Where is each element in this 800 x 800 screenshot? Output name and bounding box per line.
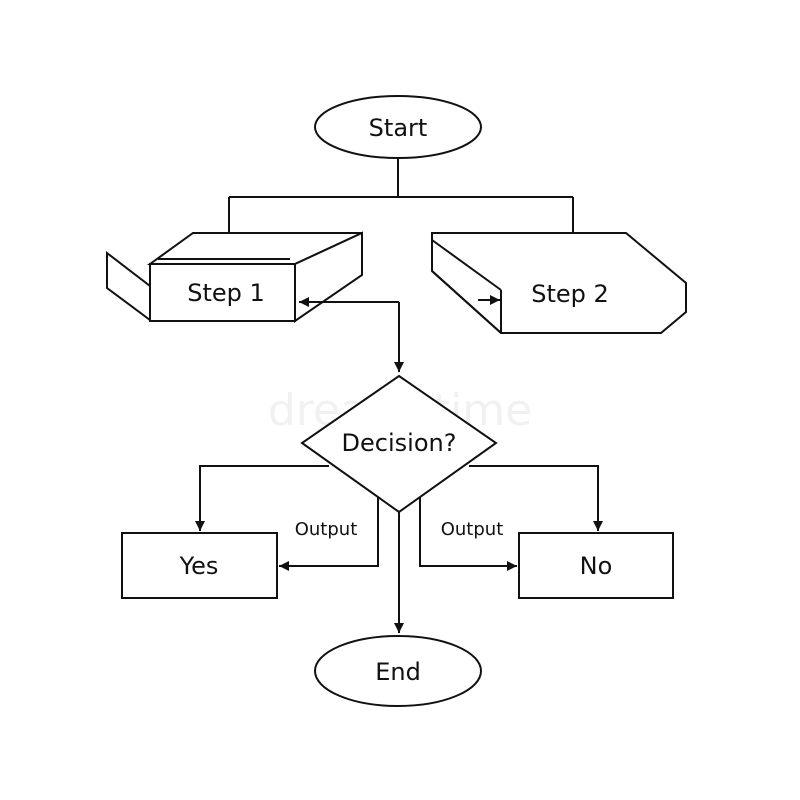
edge-decision-to-yes-output [279, 497, 379, 571]
no-label: No [580, 552, 613, 580]
start-label: Start [369, 114, 428, 142]
step2-label: Step 2 [531, 280, 609, 308]
left-output-label: Output [295, 519, 358, 540]
end-label: End [375, 658, 421, 686]
edge-decision-to-yes-top [195, 465, 329, 531]
decision-label: Decision? [342, 429, 457, 457]
right-output-label: Output [441, 519, 504, 540]
end-node: End [314, 635, 482, 707]
decision-branches: Output Output [195, 465, 603, 633]
step1-node: Step 1 [106, 231, 363, 323]
step1-front-face [149, 263, 296, 322]
edge-decision-to-no-top [469, 465, 603, 531]
start-node: Start [314, 95, 482, 159]
step2-node: Step 2 [431, 232, 687, 334]
end-ellipse [314, 635, 482, 707]
step1-label: Step 1 [187, 279, 265, 307]
edge-decision-to-no-output [419, 497, 517, 571]
yes-node: Yes [121, 532, 278, 599]
step2-inner-edge [431, 270, 502, 334]
step1-flap [106, 250, 151, 322]
no-node: No [518, 532, 674, 599]
step1-decision-connector [299, 297, 404, 372]
step2-inner-edge-top [431, 239, 502, 291]
yes-box [121, 532, 278, 599]
yes-label: Yes [179, 552, 219, 580]
no-box [518, 532, 674, 599]
